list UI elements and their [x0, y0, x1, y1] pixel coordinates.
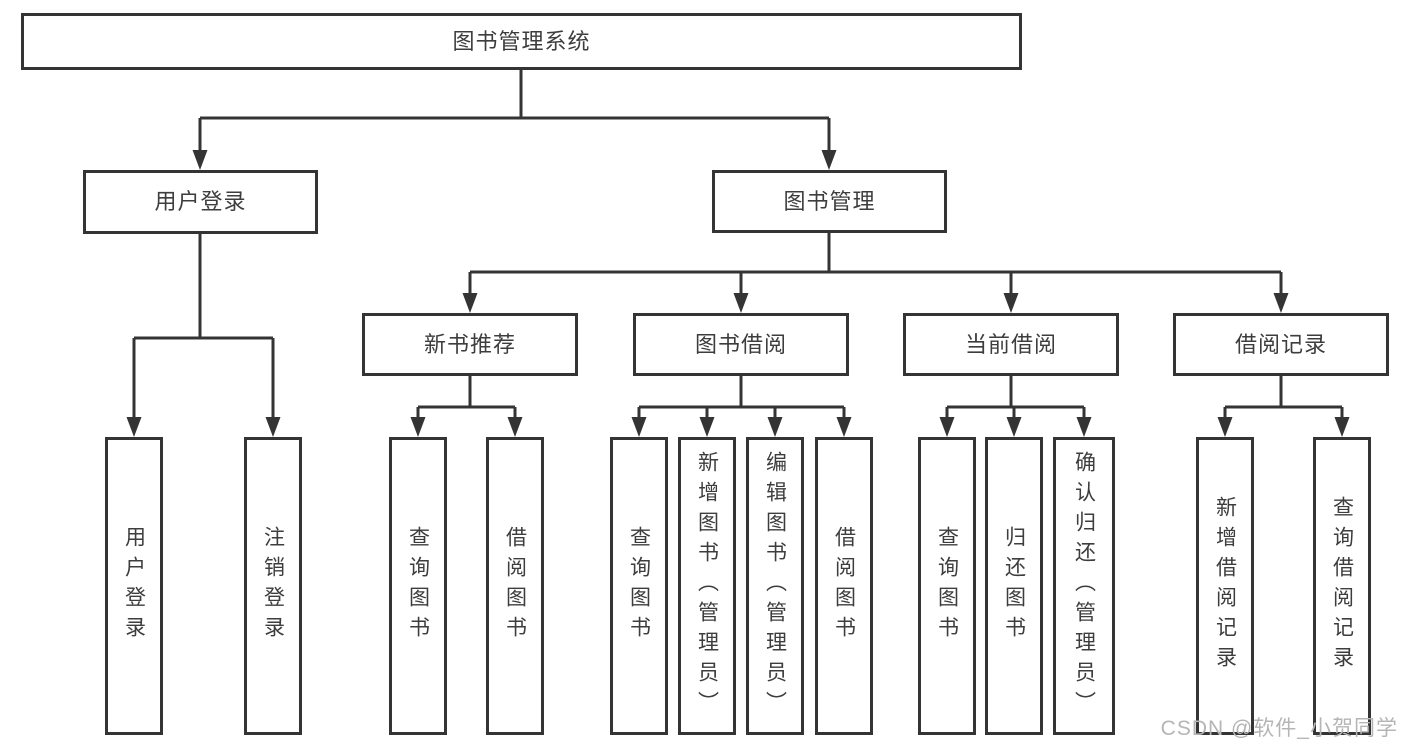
leaf-query-books-borrow: 查询图书: [610, 437, 668, 735]
leaf-query-books-current: 查询图书: [918, 437, 976, 735]
node-book-borrowing: 图书借阅: [633, 313, 849, 376]
node-current-borrowing: 当前借阅: [903, 313, 1119, 376]
node-library-management-system: 图书管理系统: [21, 13, 1022, 70]
node-book-management: 图书管理: [712, 170, 947, 233]
leaf-return-book: 归还图书: [985, 437, 1043, 735]
leaf-borrow-books: 借阅图书: [815, 437, 873, 735]
leaf-borrow-books-recommend: 借阅图书: [486, 437, 544, 735]
leaf-add-book-admin: 新增图书（管理员）: [678, 437, 736, 735]
node-new-book-recommendation: 新书推荐: [362, 313, 578, 376]
leaf-edit-book-admin: 编辑图书（管理员）: [746, 437, 804, 735]
leaf-query-books-recommend: 查询图书: [389, 437, 447, 735]
leaf-user-login: 用户登录: [105, 437, 163, 735]
csdn-watermark: CSDN @软件_小贺同学: [1160, 717, 1398, 740]
leaf-add-borrow-record: 新增借阅记录: [1196, 437, 1254, 735]
node-borrowing-records: 借阅记录: [1173, 313, 1389, 376]
leaf-confirm-return-admin: 确认归还（管理员）: [1053, 437, 1115, 735]
node-user-login: 用户登录: [83, 170, 318, 234]
leaf-logout: 注销登录: [244, 437, 302, 735]
leaf-query-borrow-record: 查询借阅记录: [1313, 437, 1371, 735]
